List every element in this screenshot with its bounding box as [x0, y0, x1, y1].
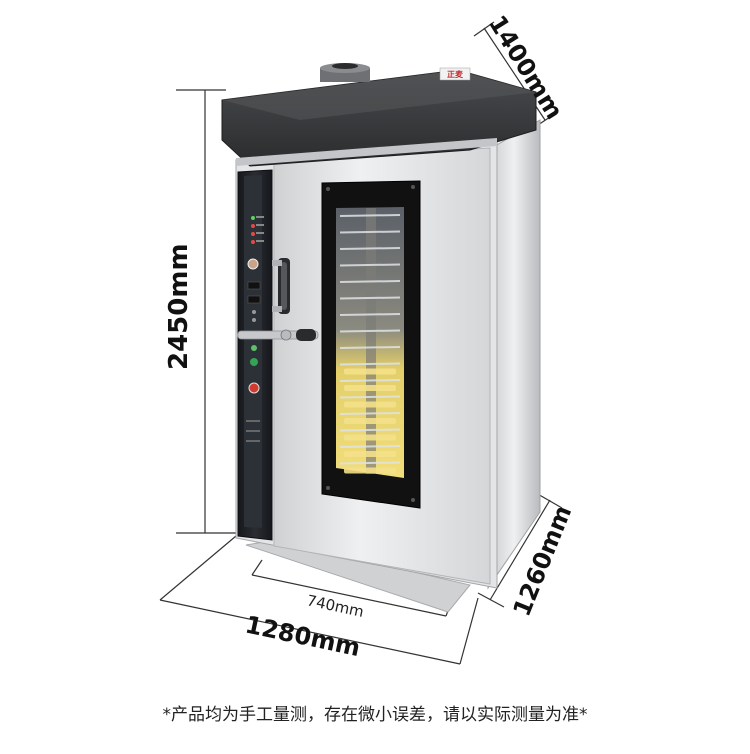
rack-shelf	[339, 280, 401, 283]
rack-shelf	[339, 379, 401, 382]
rack-shelf	[339, 461, 401, 465]
control-panel	[246, 216, 264, 442]
rack-shelf	[339, 247, 401, 250]
baking-tray	[344, 451, 396, 457]
baking-tray	[344, 418, 396, 424]
rack-shelf	[339, 230, 401, 234]
rack-shelf	[339, 346, 401, 349]
rack-shelf	[339, 445, 401, 448]
total-width-label: 1280mm	[243, 610, 363, 662]
door-handle	[237, 258, 319, 341]
oven-window	[321, 180, 421, 509]
height-label: 2450mm	[164, 243, 194, 370]
rack-shelf	[339, 412, 401, 415]
door-width-label: 740mm	[305, 591, 365, 621]
rack-shelf	[339, 313, 401, 316]
rack-shelf	[339, 214, 401, 217]
rack-shelf	[339, 362, 401, 366]
rack-shelf	[339, 395, 401, 399]
baking-tray	[344, 401, 396, 408]
rack-shelf	[339, 428, 401, 432]
baking-tray	[344, 368, 396, 375]
rack-shelf	[339, 296, 401, 300]
baking-tray	[344, 467, 396, 474]
rack-shelf	[339, 329, 401, 333]
measurement-disclaimer: *产品均为手工量测，存在微小误差，请以实际测量为准*	[162, 705, 588, 725]
baking-tray	[344, 385, 396, 391]
rack-shelf	[339, 263, 401, 267]
baking-tray	[344, 434, 396, 441]
brand-badge: 正麦	[447, 69, 464, 79]
